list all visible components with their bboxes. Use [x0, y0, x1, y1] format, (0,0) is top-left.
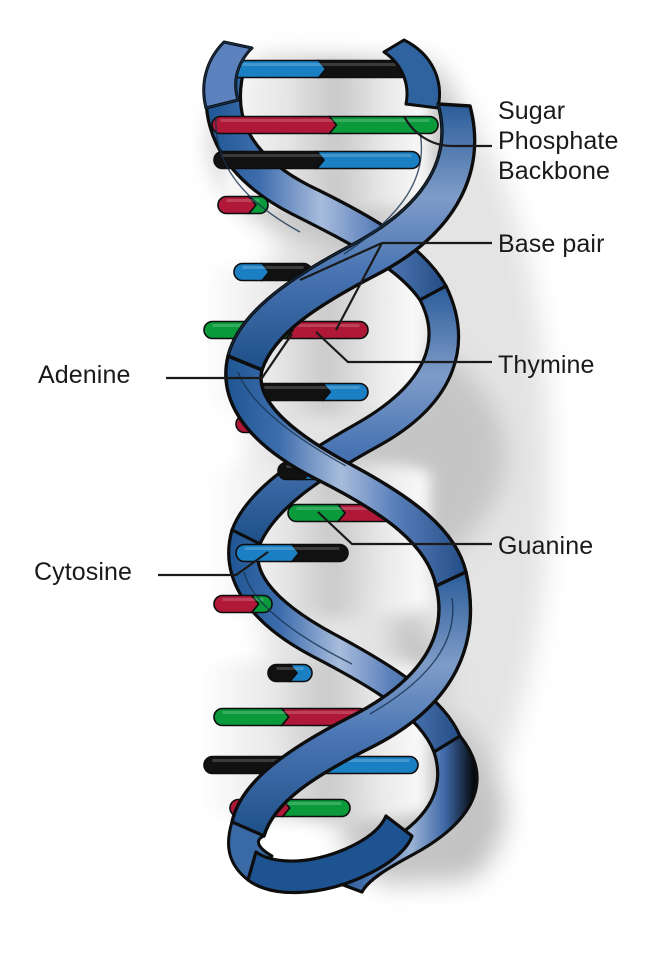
rung-highlight	[232, 63, 422, 66]
rung-highlight	[244, 547, 340, 550]
label-thymine: Thymine	[498, 351, 595, 379]
rung-highlight	[242, 266, 304, 269]
rung-segment-guanine	[281, 798, 351, 818]
backbone-strand-front	[202, 38, 477, 895]
rung-segment-adenine	[288, 663, 313, 683]
leader-base-pair-branch-1	[299, 241, 383, 282]
rung-segment-thymine	[290, 543, 349, 563]
leader-adenine	[166, 333, 293, 380]
label-adenine: Adenine	[38, 361, 131, 389]
leader-guanine	[317, 511, 492, 546]
base-pair-rung	[235, 543, 349, 563]
base-pair-rung	[217, 195, 269, 215]
ribbon-inner-edge-lines	[215, 117, 454, 715]
leader-thymine	[315, 331, 492, 364]
base-pair-rung	[267, 663, 313, 683]
base-pair-rung	[211, 115, 439, 135]
base-pair-rung	[213, 594, 273, 614]
label-cytosine: Cytosine	[34, 558, 133, 586]
rung-highlight	[222, 711, 360, 714]
rung-highlight	[220, 119, 430, 122]
rung-highlight	[222, 154, 412, 157]
leader-cytosine	[158, 551, 269, 577]
label-guanine: Guanine	[498, 532, 594, 560]
rung-segment-guanine	[327, 115, 439, 135]
leader-sugar-phosphate	[403, 115, 492, 148]
rung-segment-cytosine	[284, 320, 369, 340]
base-pair-rung	[213, 150, 421, 170]
label-base-pair: Base pair	[498, 230, 605, 258]
rung-segment-guanine	[247, 195, 269, 215]
rung-highlight	[276, 667, 304, 670]
rung-highlight	[296, 507, 412, 510]
label-sugar-phosphate-backbone: Sugar Phosphate Backbone	[498, 97, 619, 185]
rung-highlight	[238, 802, 342, 805]
rung-highlight	[226, 199, 260, 202]
leader-lines	[158, 115, 492, 577]
leader-base-pair-branch-2	[335, 242, 383, 331]
base-pair-rung	[249, 382, 369, 402]
rung-segment-adenine	[321, 382, 369, 402]
rung-highlight	[258, 386, 360, 389]
rung-highlight	[222, 598, 264, 601]
